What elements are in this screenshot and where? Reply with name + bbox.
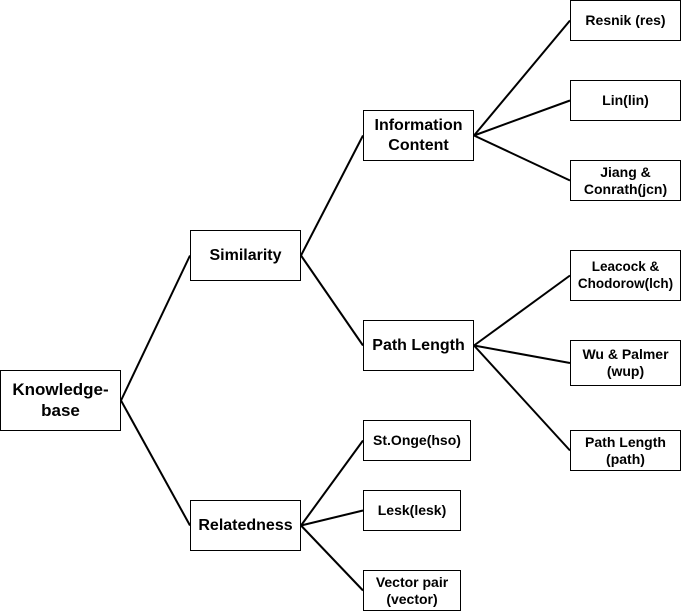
edge-path_length-wu_palmer [473,344,571,364]
edge-relatedness-vector_pair [300,524,364,592]
edge-root-relatedness [120,400,191,526]
node-relatedness: Relatedness [190,500,301,551]
node-knowledge-base: Knowledge- base [0,370,121,431]
edge-relatedness-lesk [300,509,364,527]
node-path: Path Length (path) [570,430,681,471]
node-vector-pair: Vector pair (vector) [363,570,461,611]
node-resnik: Resnik (res) [570,0,681,41]
node-lesk: Lesk(lesk) [363,490,461,531]
edge-similarity-path_length [300,254,364,347]
node-lin: Lin(lin) [570,80,681,121]
node-wu-palmer: Wu & Palmer (wup) [570,340,681,386]
edge-root-similarity [120,255,191,401]
edge-path_length-leacock_chodorow [473,274,571,347]
edge-information_content-jiang_conrath [473,134,571,182]
edge-path_length-path [473,344,571,452]
node-information-content: Information Content [363,110,474,161]
node-st-onge: St.Onge(hso) [363,420,471,461]
node-path-length: Path Length [363,320,474,371]
node-jiang-conrath: Jiang & Conrath(jcn) [570,160,681,201]
node-similarity: Similarity [190,230,301,281]
edge-information_content-resnik [473,19,571,137]
node-leacock-chodorow: Leacock & Chodorow(lch) [570,250,681,301]
edge-relatedness-st_onge [300,439,364,527]
edge-similarity-information_content [300,135,364,256]
edge-information_content-lin [473,99,571,137]
